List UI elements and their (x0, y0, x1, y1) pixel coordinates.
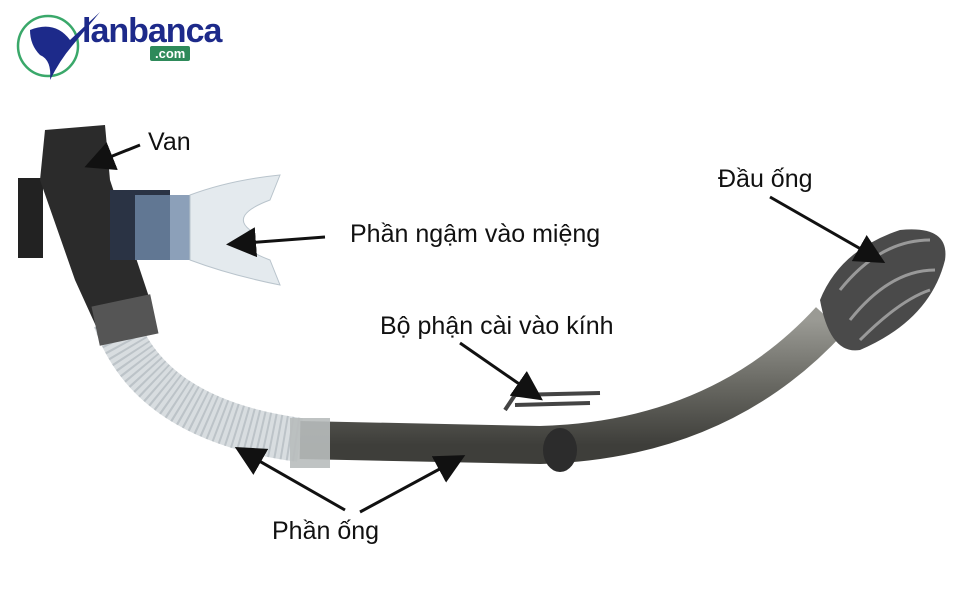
label-valve: Van (148, 128, 191, 156)
tube-arrow-left (234, 447, 346, 512)
logo-text: lanbanca (82, 12, 222, 50)
label-top: Đầu ống (718, 165, 813, 193)
tube-arrow-right (359, 455, 466, 514)
mouthpiece (110, 174, 281, 286)
valve (18, 125, 159, 346)
top-arrow (769, 195, 886, 263)
logo-emblem (16, 12, 100, 80)
valve-arrow (84, 142, 141, 171)
label-tube: Phần ống (272, 517, 380, 545)
mask-clip-arrow (459, 341, 543, 401)
label-mask-clip: Bộ phận cài vào kính (380, 312, 614, 340)
logo-suffix: .com (150, 46, 191, 61)
label-mouthpiece: Phần ngậm vào miệng (350, 220, 601, 248)
snorkel-top (820, 229, 946, 351)
mouthpiece-arrow (226, 227, 326, 258)
